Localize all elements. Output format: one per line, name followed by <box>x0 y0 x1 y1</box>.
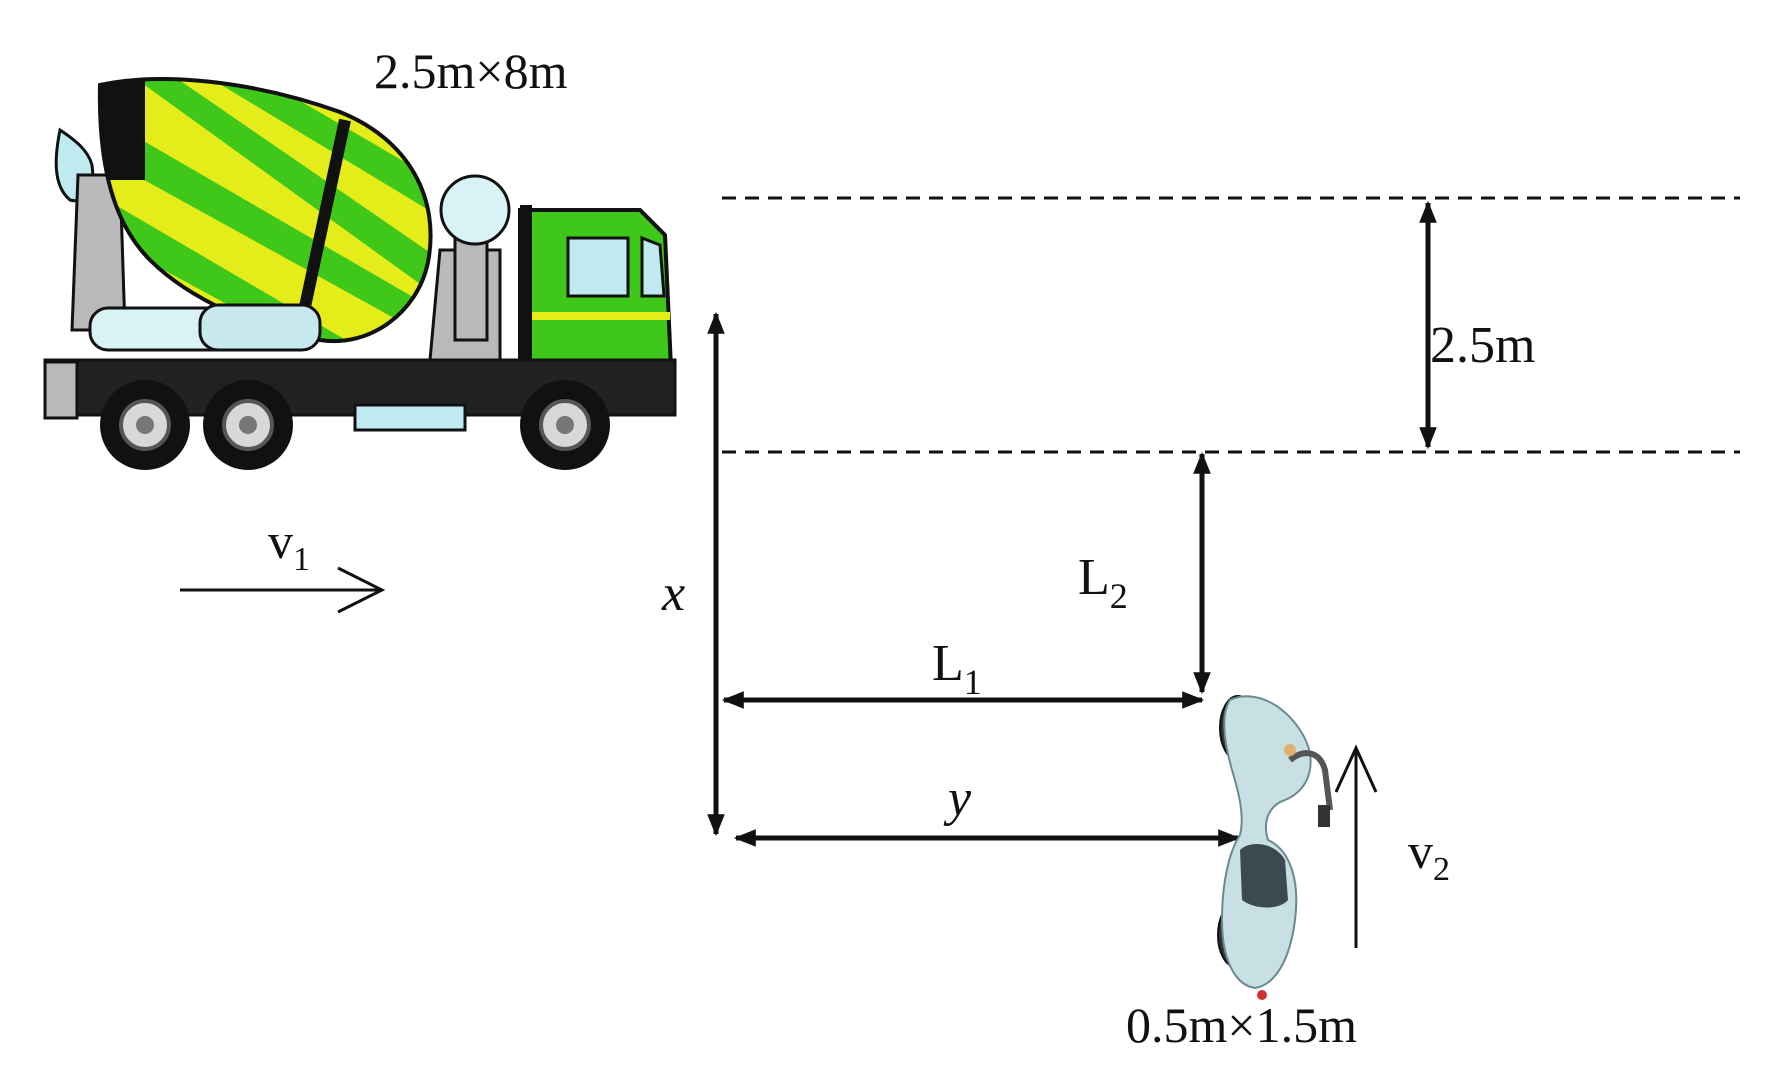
distance-L1-label: L1 <box>932 635 982 702</box>
scooter-velocity-arrow <box>1334 744 1378 948</box>
distance-L2-subscript: 2 <box>1110 576 1128 616</box>
distance-L2-label: L2 <box>1078 549 1128 616</box>
distance-x-label: x <box>661 565 685 622</box>
scooter-velocity-label: v2 <box>1408 823 1450 888</box>
truck-size-label: 2.5m×8m <box>374 43 568 99</box>
scooter-icon <box>1217 695 1333 1000</box>
truck-wheel <box>203 380 293 470</box>
truck-wheel <box>100 380 190 470</box>
truck-wheel <box>520 380 610 470</box>
scooter-size-label: 0.5m×1.5m <box>1126 997 1357 1053</box>
lane-width-label: 2.5m <box>1430 317 1535 374</box>
concrete-mixer-truck-icon <box>43 77 677 470</box>
distance-L1-subscript: 1 <box>964 662 982 702</box>
truck-velocity-subscript: 1 <box>293 541 310 578</box>
scooter-velocity-subscript: 2 <box>1433 851 1450 888</box>
truck-velocity-arrow <box>180 566 386 614</box>
distance-y-label: y <box>943 770 972 827</box>
truck-velocity-label: v1 <box>268 513 310 578</box>
